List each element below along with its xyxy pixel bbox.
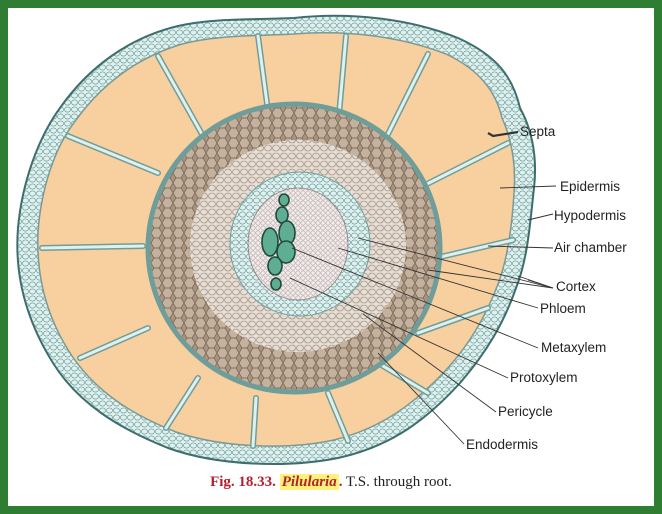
root-cross-section-diagram: Septa Epidermis Hypodermis Air chamber C… [8, 8, 654, 474]
figure-caption: Fig. 18.33. Pilularia. T.S. through root… [8, 474, 654, 491]
label-epidermis: Epidermis [560, 179, 620, 194]
label-pericycle: Pericycle [498, 404, 553, 419]
label-metaxylem: Metaxylem [541, 340, 606, 355]
label-hypodermis: Hypodermis [554, 208, 626, 223]
label-air-chamber: Air chamber [554, 240, 627, 255]
figure-frame: Septa Epidermis Hypodermis Air chamber C… [8, 8, 654, 506]
caption-genus: Pilularia [280, 474, 339, 490]
label-septa: Septa [520, 124, 556, 139]
label-endodermis: Endodermis [466, 437, 538, 452]
label-phloem: Phloem [540, 301, 586, 316]
label-cortex: Cortex [556, 279, 596, 294]
caption-text: T.S. through root. [342, 474, 451, 490]
label-protoxylem: Protoxylem [510, 370, 578, 385]
caption-figure-number: Fig. 18.33. [210, 474, 276, 490]
